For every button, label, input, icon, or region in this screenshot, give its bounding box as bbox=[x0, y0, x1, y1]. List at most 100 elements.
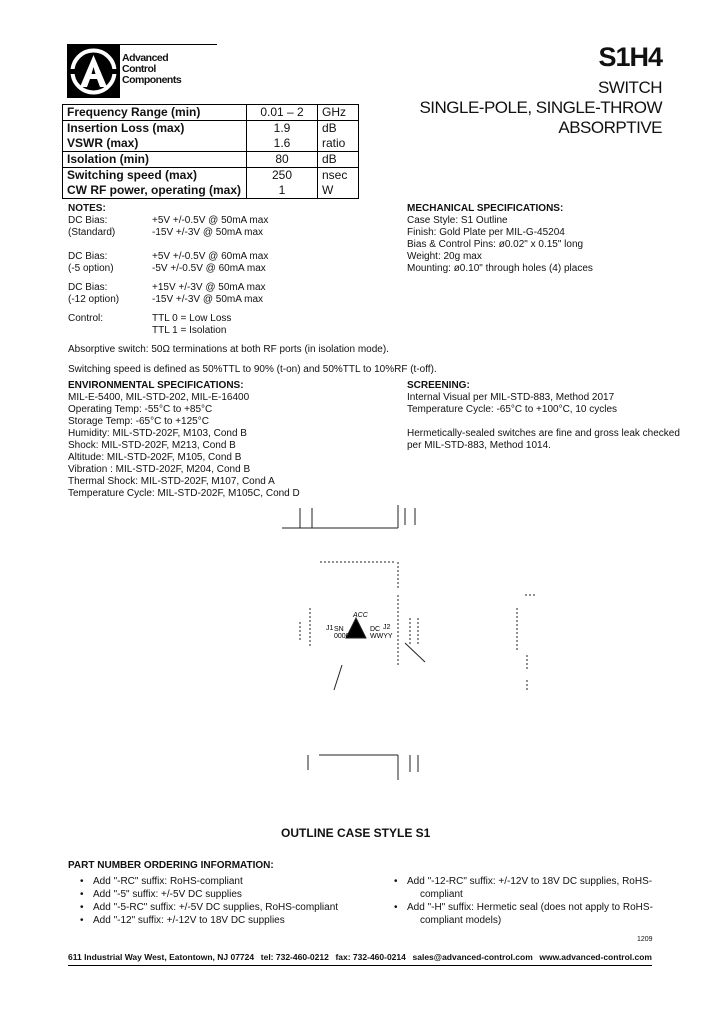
logo-text: Advanced Control Components bbox=[122, 52, 182, 86]
drawing-label: DC bbox=[370, 626, 380, 633]
spec-label: CW RF power, operating (max) bbox=[62, 183, 247, 199]
ordering-heading: PART NUMBER ORDERING INFORMATION: bbox=[68, 860, 274, 871]
environmental-line: Temperature Cycle: MIL-STD-202F, M105C, … bbox=[68, 488, 300, 499]
control-label: Control: bbox=[68, 313, 104, 324]
mechanical-line: Weight: 20g max bbox=[407, 251, 482, 262]
mechanical-line: Bias & Control Pins: ø0.02" x 0.15" long bbox=[407, 239, 584, 250]
bias-label: DC Bias: bbox=[68, 251, 108, 262]
ordering-item: Add "-5" suffix: +/-5V DC supplies bbox=[80, 889, 242, 901]
environmental-line: Vibration : MIL-STD-202F, M204, Cond B bbox=[68, 464, 251, 475]
drawing-label: WWYY bbox=[370, 633, 393, 640]
subtitle-line: ABSORPTIVE bbox=[558, 118, 662, 137]
switching-note: Switching speed is defined as 50%TTL to … bbox=[68, 364, 437, 375]
ordering-item: Add "-12" suffix: +/-12V to 18V DC suppl… bbox=[80, 915, 285, 927]
logo-line-3: Components bbox=[122, 74, 182, 86]
footer: 611 Industrial Way West, Eatontown, NJ 0… bbox=[68, 952, 652, 966]
company-logo bbox=[67, 45, 120, 98]
mechanical-line: Mounting: ø0.10" through holes (4) place… bbox=[407, 263, 593, 274]
ordering-item-continued: compliant models) bbox=[420, 915, 502, 926]
hermetic-note: Hermetically-sealed switches are fine an… bbox=[407, 428, 680, 439]
drawing-label: SN bbox=[334, 626, 344, 633]
spec-value: 80 bbox=[246, 151, 318, 168]
mechanical-line: Case Style: S1 Outline bbox=[407, 215, 508, 226]
environmental-line: Shock: MIL-STD-202F, M213, Cond B bbox=[68, 440, 236, 451]
bias-value: +5V +/-0.5V @ 50mA max bbox=[152, 215, 269, 226]
spec-label: Insertion Loss (max) bbox=[62, 120, 247, 136]
spec-value: 250 bbox=[246, 167, 318, 183]
spec-unit: GHz bbox=[317, 104, 359, 121]
bias-label: (-5 option) bbox=[68, 263, 114, 274]
bias-label: DC Bias: bbox=[68, 282, 108, 293]
environmental-line: Humidity: MIL-STD-202F, M103, Cond B bbox=[68, 428, 247, 439]
ordering-item: Add "-12-RC" suffix: +/-12V to 18V DC su… bbox=[394, 876, 652, 888]
spec-value: 1.9 bbox=[246, 120, 318, 136]
footer-tel: tel: 732-460-0212 bbox=[260, 952, 329, 962]
environmental-line: Altitude: MIL-STD-202F, M105, Cond B bbox=[68, 452, 242, 463]
bias-value: -5V +/-0.5V @ 60mA max bbox=[152, 263, 266, 274]
bias-value: +5V +/-0.5V @ 60mA max bbox=[152, 251, 269, 262]
bias-value: +15V +/-3V @ 50mA max bbox=[152, 282, 266, 293]
logo-line-2: Control bbox=[122, 63, 156, 75]
ordering-item: Add "-5-RC" suffix: +/-5V DC supplies, R… bbox=[80, 902, 338, 914]
bias-value: -15V +/-3V @ 50mA max bbox=[152, 227, 264, 238]
drawing-label: 0000 bbox=[334, 633, 350, 640]
part-number-title: S1H4 bbox=[598, 42, 663, 72]
revision-code: 1209 bbox=[637, 936, 653, 943]
mechanical-heading: MECHANICAL SPECIFICATIONS: bbox=[407, 203, 564, 214]
drawing-label: ACC bbox=[352, 612, 369, 619]
spec-label: Isolation (min) bbox=[62, 151, 247, 168]
logo-line-1: Advanced bbox=[122, 52, 169, 64]
footer-website[interactable]: www.advanced-control.com bbox=[539, 952, 652, 962]
spec-unit: nsec bbox=[317, 167, 359, 183]
spec-label: VSWR (max) bbox=[62, 136, 247, 152]
screening-heading: SCREENING: bbox=[407, 380, 470, 391]
notes-heading: NOTES: bbox=[68, 203, 106, 214]
spec-unit: dB bbox=[317, 120, 359, 136]
outline-drawing: ACC J1 SN 0000 DC J2 WWYY bbox=[282, 505, 535, 780]
ordering-item: Add "-H" suffix: Hermetic seal (does not… bbox=[394, 902, 653, 914]
footer-fax: fax: 732-460-0214 bbox=[335, 952, 406, 962]
spec-value: 0.01 – 2 bbox=[246, 104, 318, 121]
footer-address: 611 Industrial Way West, Eatontown, NJ 0… bbox=[68, 952, 255, 962]
mechanical-line: Finish: Gold Plate per MIL-G-45204 bbox=[407, 227, 565, 238]
spec-label: Frequency Range (min) bbox=[62, 104, 247, 121]
subtitle-line: SWITCH bbox=[597, 78, 663, 97]
control-value: TTL 0 = Low Loss bbox=[152, 313, 232, 324]
environmental-line: Thermal Shock: MIL-STD-202F, M107, Cond … bbox=[68, 476, 275, 487]
spec-unit: W bbox=[317, 183, 359, 199]
footer-email[interactable]: sales@advanced-control.com bbox=[412, 952, 533, 962]
spec-value: 1 bbox=[246, 183, 318, 199]
environmental-line: Operating Temp: -55°C to +85°C bbox=[68, 404, 213, 415]
hermetic-note: per MIL-STD-883, Method 1014. bbox=[407, 440, 551, 451]
absorptive-note: Absorptive switch: 50Ω terminations at b… bbox=[68, 344, 389, 355]
environmental-line: MIL-E-5400, MIL-STD-202, MIL-E-16400 bbox=[68, 392, 250, 403]
ordering-item: Add "-RC" suffix: RoHS-compliant bbox=[80, 876, 243, 888]
drawing-caption: OUTLINE CASE STYLE S1 bbox=[281, 826, 431, 840]
logo-rule bbox=[67, 44, 217, 45]
environmental-heading: ENVIRONMENTAL SPECIFICATIONS: bbox=[68, 380, 244, 391]
environmental-line: Storage Temp: -65°C to +125°C bbox=[68, 416, 209, 427]
spec-value: 1.6 bbox=[246, 136, 318, 152]
subtitle-line: SINGLE-POLE, SINGLE-THROW bbox=[419, 98, 662, 117]
drawing-label: J2 bbox=[383, 624, 391, 631]
spec-unit: ratio bbox=[317, 136, 359, 152]
bias-label: (Standard) bbox=[68, 227, 116, 238]
drawing-label: J1 bbox=[326, 625, 334, 632]
bias-label: DC Bias: bbox=[68, 215, 108, 226]
screening-line: Internal Visual per MIL-STD-883, Method … bbox=[407, 392, 615, 403]
ordering-item-continued: compliant bbox=[420, 889, 463, 900]
bias-label: (-12 option) bbox=[68, 294, 120, 305]
spec-unit: dB bbox=[317, 151, 359, 168]
bias-value: -15V +/-3V @ 50mA max bbox=[152, 294, 264, 305]
control-value: TTL 1 = Isolation bbox=[152, 325, 227, 336]
screening-line: Temperature Cycle: -65°C to +100°C, 10 c… bbox=[407, 404, 618, 415]
spec-label: Switching speed (max) bbox=[62, 167, 247, 183]
